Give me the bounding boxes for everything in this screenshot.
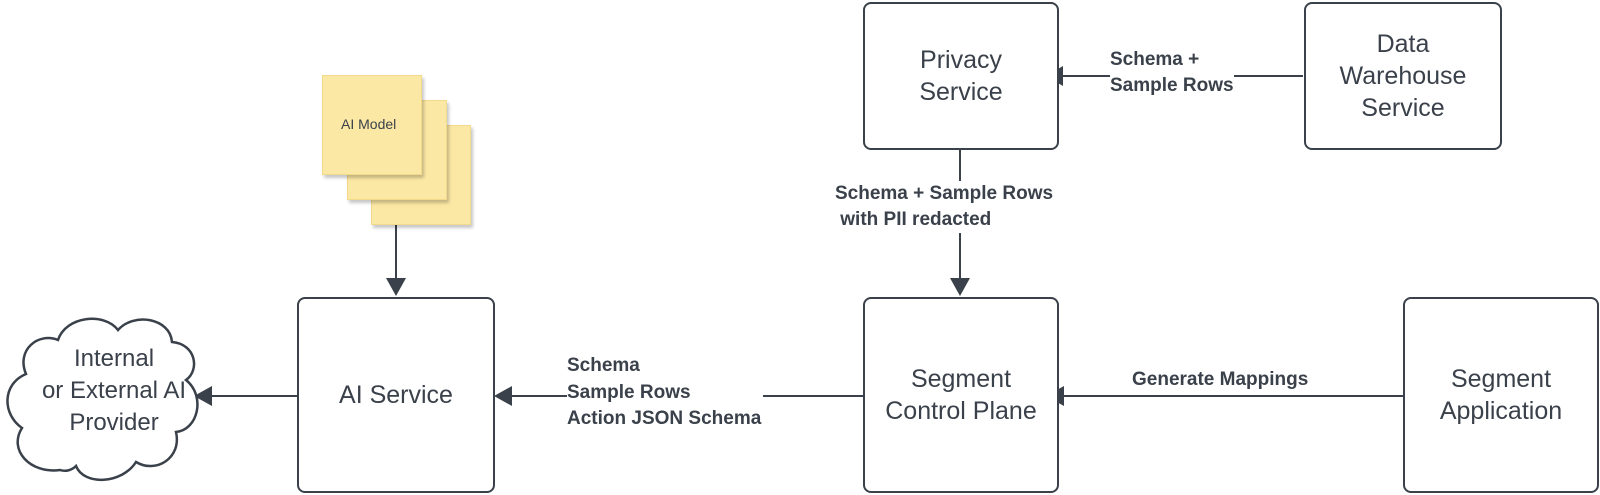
privacy-service-label: Privacy Service [919, 46, 1003, 106]
data-warehouse-service-label: Data Warehouse Service [1339, 30, 1467, 122]
sticky-note-front[interactable]: AI Model [322, 75, 422, 175]
segment-control-plane-label: Segment Control Plane [885, 365, 1037, 425]
edge-label-application-to-control-plane: Generate Mappings [1130, 367, 1311, 393]
edge-label-privacy-to-control-plane: Schema + Sample Rows with PII redacted [835, 181, 1054, 233]
ai-service-label: AI Service [339, 381, 453, 409]
privacy-service-box[interactable]: Privacy Service [863, 2, 1059, 150]
edge-ai-service-to-provider [194, 386, 298, 406]
data-warehouse-service-box[interactable]: Data Warehouse Service [1304, 2, 1502, 150]
ai-model-label: AI Model [341, 116, 397, 132]
edge-label-control-plane-to-ai-service: Schema Sample Rows Action JSON Schema [567, 353, 764, 433]
ai-provider-label: Internal or External AI Provider [41, 345, 187, 436]
ai-service-box[interactable]: AI Service [297, 297, 495, 493]
segment-application-label: Segment Application [1439, 365, 1563, 425]
segment-application-box[interactable]: Segment Application [1403, 297, 1599, 493]
segment-control-plane-box[interactable]: Segment Control Plane [863, 297, 1059, 493]
cloud-shape [6, 317, 199, 481]
edge-ai-model-to-ai-service [386, 224, 406, 296]
edge-label-warehouse-to-privacy: Schema + Sample Rows [1110, 47, 1234, 99]
